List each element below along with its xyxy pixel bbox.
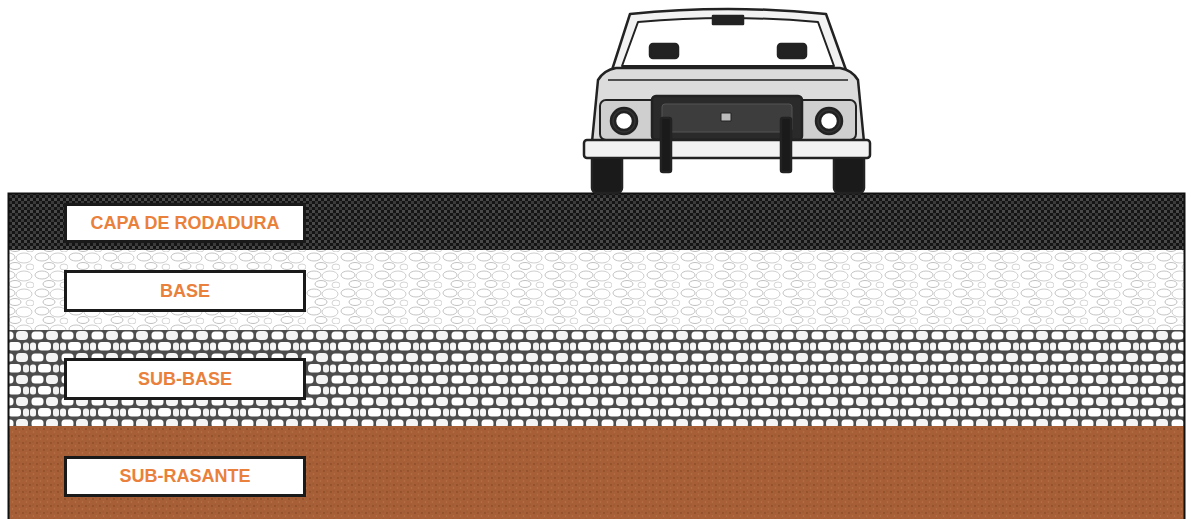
pavement-layer: SUB-RASANTE [8,426,1185,519]
layer-label: SUB-BASE [64,358,306,400]
pavement-layer: SUB-BASE [8,330,1185,426]
layer-label: SUB-RASANTE [64,456,306,497]
layer-label: CAPA DE RODADURA [64,203,306,243]
pavement-layer: BASE [8,250,1185,330]
pavement-layer: CAPA DE RODADURA [8,193,1185,250]
layer-label: BASE [64,270,306,312]
